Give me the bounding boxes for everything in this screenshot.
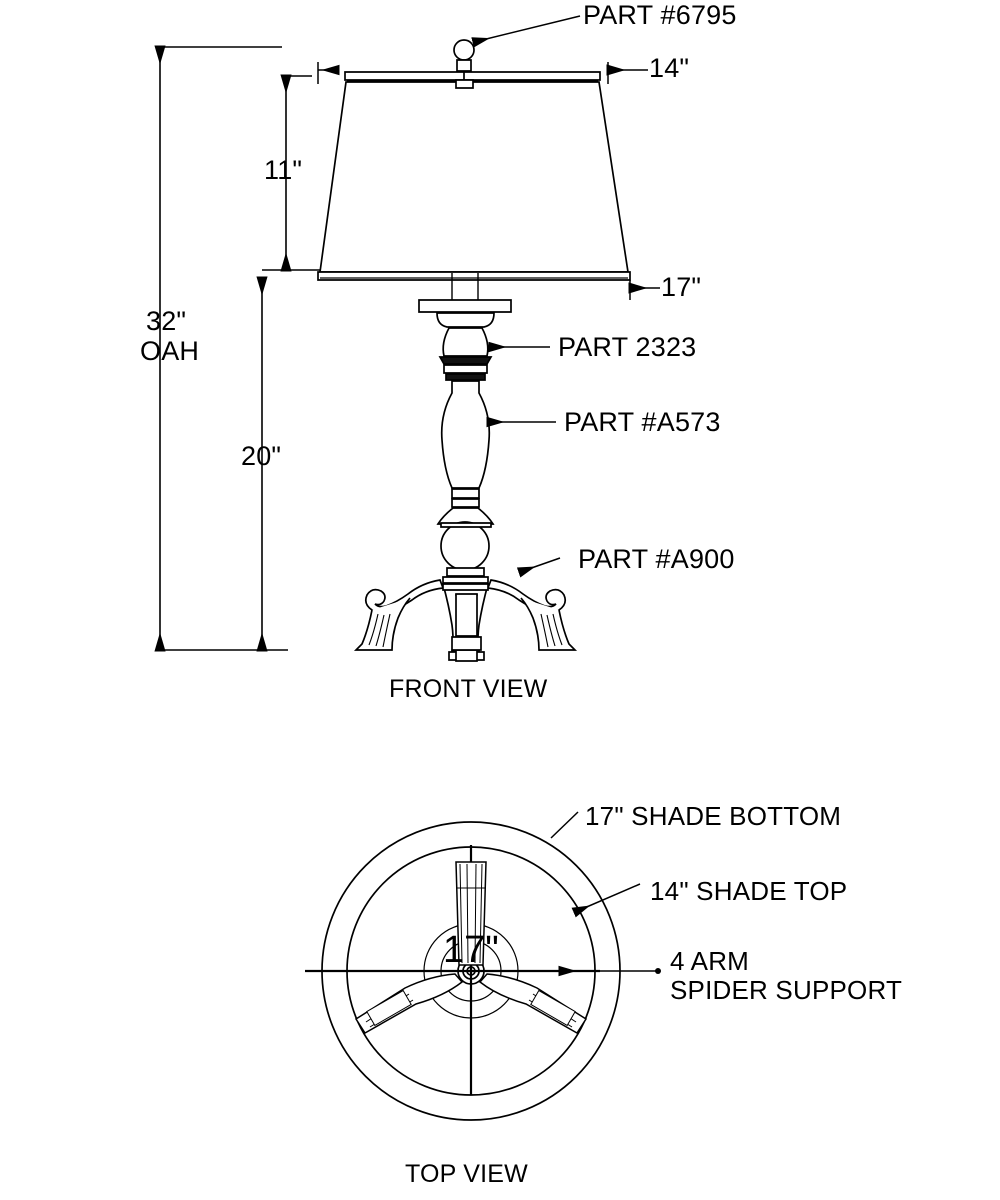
finial-collar: [455, 79, 474, 89]
spider-arms: [354, 861, 588, 1035]
column-collar-dark: [438, 356, 493, 365]
column-upper-flare: [442, 327, 489, 357]
callout-spider-line2: SPIDER SUPPORT: [670, 975, 903, 1005]
callout-part-2323: PART 2323: [558, 332, 697, 362]
base-leg-left-flute2: [375, 614, 385, 647]
leader-part-6795: [471, 15, 581, 48]
leader-shade-top: [571, 883, 641, 918]
column-collar-dark2: [445, 373, 486, 381]
column-ring1: [451, 488, 480, 499]
dim-label-oah-note: OAH: [140, 336, 200, 366]
dim-label-shade-bottom: 17": [661, 272, 702, 302]
front-view-group: [154, 15, 660, 662]
base-leg-left: [353, 597, 411, 651]
column-ring2: [451, 498, 480, 508]
lamp-column: [418, 299, 512, 571]
base-plinth2: [442, 576, 489, 584]
base-scroll-left: [364, 579, 445, 614]
top-view-group: 17": [305, 811, 661, 1121]
callout-shade-top: 14" SHADE TOP: [650, 876, 848, 906]
callout-part-6795: PART #6795: [583, 0, 737, 30]
dim-label-shade-top: 14": [649, 53, 690, 83]
caption-front-view: FRONT VIEW: [389, 675, 548, 703]
column-ogee: [436, 507, 495, 525]
leader-shade-bottom: [550, 811, 579, 839]
callout-shade-bottom: 17" SHADE BOTTOM: [585, 801, 842, 831]
base-leg-right-flute1: [552, 613, 563, 646]
base-center-post: [455, 593, 478, 637]
base-upper-band: [442, 583, 489, 591]
spider-arm-top-f1: [459, 863, 463, 964]
caption-top-view: TOP VIEW: [405, 1160, 528, 1188]
dim-label-oah: 32": [146, 306, 187, 336]
base-center-pad: [451, 636, 482, 651]
shade-top-rim: [344, 71, 601, 81]
shade-body: [319, 81, 629, 273]
spider-arm-top-f3: [474, 863, 477, 964]
column-baluster: [440, 380, 491, 489]
dimension-lines-front: [154, 45, 660, 652]
base-leg-left-flute3: [382, 613, 391, 648]
base-leg-left-flute1: [368, 613, 379, 646]
leader-lines-front: [471, 15, 581, 578]
shade-support-rods: [451, 273, 479, 300]
dim-label-base-height: 20": [241, 441, 282, 471]
base-leg-right: [520, 597, 578, 651]
column-top-disc: [418, 299, 512, 313]
base-foot-detail: [442, 583, 489, 651]
finial-part-6795: [453, 39, 475, 89]
shade-bottom-rim: [317, 271, 631, 281]
base-leg-right-flute2: [546, 614, 556, 647]
leader-lines-top: [550, 811, 661, 977]
base-plinth1: [446, 567, 485, 577]
callout-part-a573: PART #A573: [564, 407, 721, 437]
column-collar: [443, 364, 488, 374]
spider-arm-lr-slot: [530, 989, 576, 1027]
column-sphere: [440, 521, 490, 571]
column-cap-ring: [436, 312, 495, 328]
leader-part-a900: [516, 557, 561, 578]
callout-part-a900: PART #A900: [578, 544, 735, 574]
spider-arm-top-f4: [479, 863, 483, 964]
callout-spider-line1: 4 ARM: [670, 946, 750, 976]
base-top-band: [440, 522, 492, 528]
finial-neck: [456, 59, 472, 72]
top-view-center-mark: 17": [443, 929, 499, 971]
spider-arm-ll-slot: [366, 989, 412, 1027]
finial-ball: [453, 39, 475, 61]
base-leg-right-flute3: [540, 613, 549, 648]
lamp-shade: [317, 71, 631, 281]
spider-arm-top-f2: [466, 863, 469, 964]
base-scroll-right: [486, 579, 567, 614]
dim-label-shade-height: 11": [264, 155, 303, 185]
